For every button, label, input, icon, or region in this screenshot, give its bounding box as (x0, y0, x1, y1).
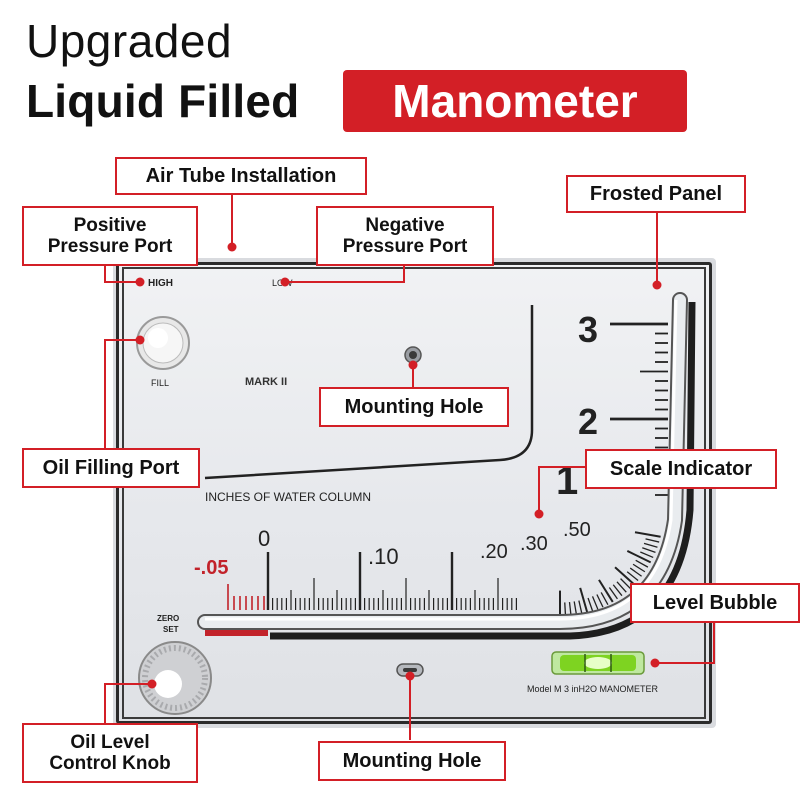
zero-set-knob[interactable] (138, 641, 212, 715)
title-line-1: Upgraded (26, 15, 233, 67)
leader-lines (104, 192, 715, 740)
callout-oil-level-control-knob: Oil Level Control Knob (22, 723, 198, 783)
callout-text-line2: Pressure Port (47, 236, 173, 257)
leader-scale-indicator (538, 466, 585, 514)
callout-level-bubble: Level Bubble (630, 583, 800, 623)
high-label: HIGH (148, 278, 173, 289)
curved-tick (608, 587, 618, 600)
zero-set-label-1: ZERO (157, 614, 179, 623)
curved-tick (629, 567, 642, 577)
scale-label-1: 1 (556, 459, 578, 503)
oil-filling-knob[interactable] (136, 316, 190, 370)
leader-oil-filling (104, 339, 138, 448)
curved-tick (614, 566, 636, 586)
curved-tick (626, 571, 639, 582)
curved-tick (612, 584, 623, 597)
callout-positive-pressure-port: Positive Pressure Port (22, 206, 198, 266)
model-label: Model M 3 inH2O MANOMETER (527, 684, 659, 694)
scale-label-20: .20 (480, 541, 508, 563)
callout-text: Oil Filling Port (42, 456, 180, 479)
scale-label-2: 2 (578, 401, 598, 442)
title-line-2: Liquid Filled (26, 75, 300, 127)
callout-text: Level Bubble (652, 591, 778, 614)
curved-tick (642, 547, 656, 554)
horizontal-scale-ticks (266, 552, 518, 610)
scale-label-30: .30 (520, 533, 548, 555)
scale-label-50: .50 (563, 519, 591, 541)
scale-label-3: 3 (578, 309, 598, 350)
callout-text: Air Tube Installation (145, 164, 337, 187)
callout-negative-pressure-port: Negative Pressure Port (316, 206, 494, 266)
leader-positive-port (104, 262, 138, 283)
curved-tick (616, 581, 627, 593)
curved-scale-ticks (559, 531, 661, 617)
leader-control-knob (104, 683, 152, 725)
callout-oil-filling-port: Oil Filling Port (22, 448, 200, 488)
curved-tick (635, 559, 649, 568)
curved-tick (645, 538, 660, 543)
scale-label-10: .10 (368, 544, 399, 569)
callout-frosted-panel: Frosted Panel (566, 175, 746, 213)
scale-caption: INCHES OF WATER COLUMN (205, 490, 371, 504)
scale-label-neg05: -.05 (194, 557, 228, 579)
curved-tick (634, 531, 661, 538)
callout-text: Scale Indicator (609, 457, 753, 480)
callout-text-line1: Oil Level (70, 731, 150, 753)
manometer-panel (116, 262, 712, 724)
fill-label: FILL (151, 378, 169, 388)
callout-text-line1: Negative (365, 214, 445, 236)
curved-tick (632, 563, 646, 573)
scale-label-0: 0 (258, 526, 270, 551)
callout-mounting-hole-top: Mounting Hole (319, 387, 509, 427)
callout-text: Mounting Hole (344, 395, 484, 418)
scale-divider-line (204, 305, 534, 480)
curved-tick (578, 600, 583, 615)
level-bubble (551, 651, 645, 675)
title-badge: Manometer (343, 70, 687, 132)
callout-text-line2: Pressure Port (342, 236, 468, 257)
curved-tick (600, 592, 609, 605)
callout-mounting-hole-bottom: Mounting Hole (318, 741, 506, 781)
mounting-hole-bottom (396, 663, 424, 677)
callout-air-tube-installation: Air Tube Installation (115, 157, 367, 195)
callout-text: Frosted Panel (589, 182, 723, 205)
curved-tick (620, 578, 631, 590)
callout-text-line1: Positive (73, 214, 147, 236)
curved-tick (579, 587, 589, 614)
curved-tick (587, 597, 594, 612)
callout-text-line2: Control Knob (49, 753, 171, 774)
negative-scale-ticks (227, 584, 265, 610)
zero-set-label-2: SET (163, 625, 179, 634)
callout-text: Mounting Hole (342, 749, 482, 772)
leader-level-bubble (655, 618, 715, 664)
mark-label: MARK II (245, 376, 287, 388)
curved-tick (573, 601, 578, 616)
curved-tick (598, 579, 614, 603)
curved-tick (640, 551, 654, 559)
curved-tick (643, 542, 658, 548)
callout-scale-indicator: Scale Indicator (585, 449, 777, 489)
leader-negative-port (285, 262, 405, 283)
panel-border (122, 267, 706, 719)
curved-tick (596, 594, 604, 608)
curved-tick (591, 596, 599, 610)
leader-dots (135, 242, 662, 689)
curved-tick (626, 550, 652, 564)
